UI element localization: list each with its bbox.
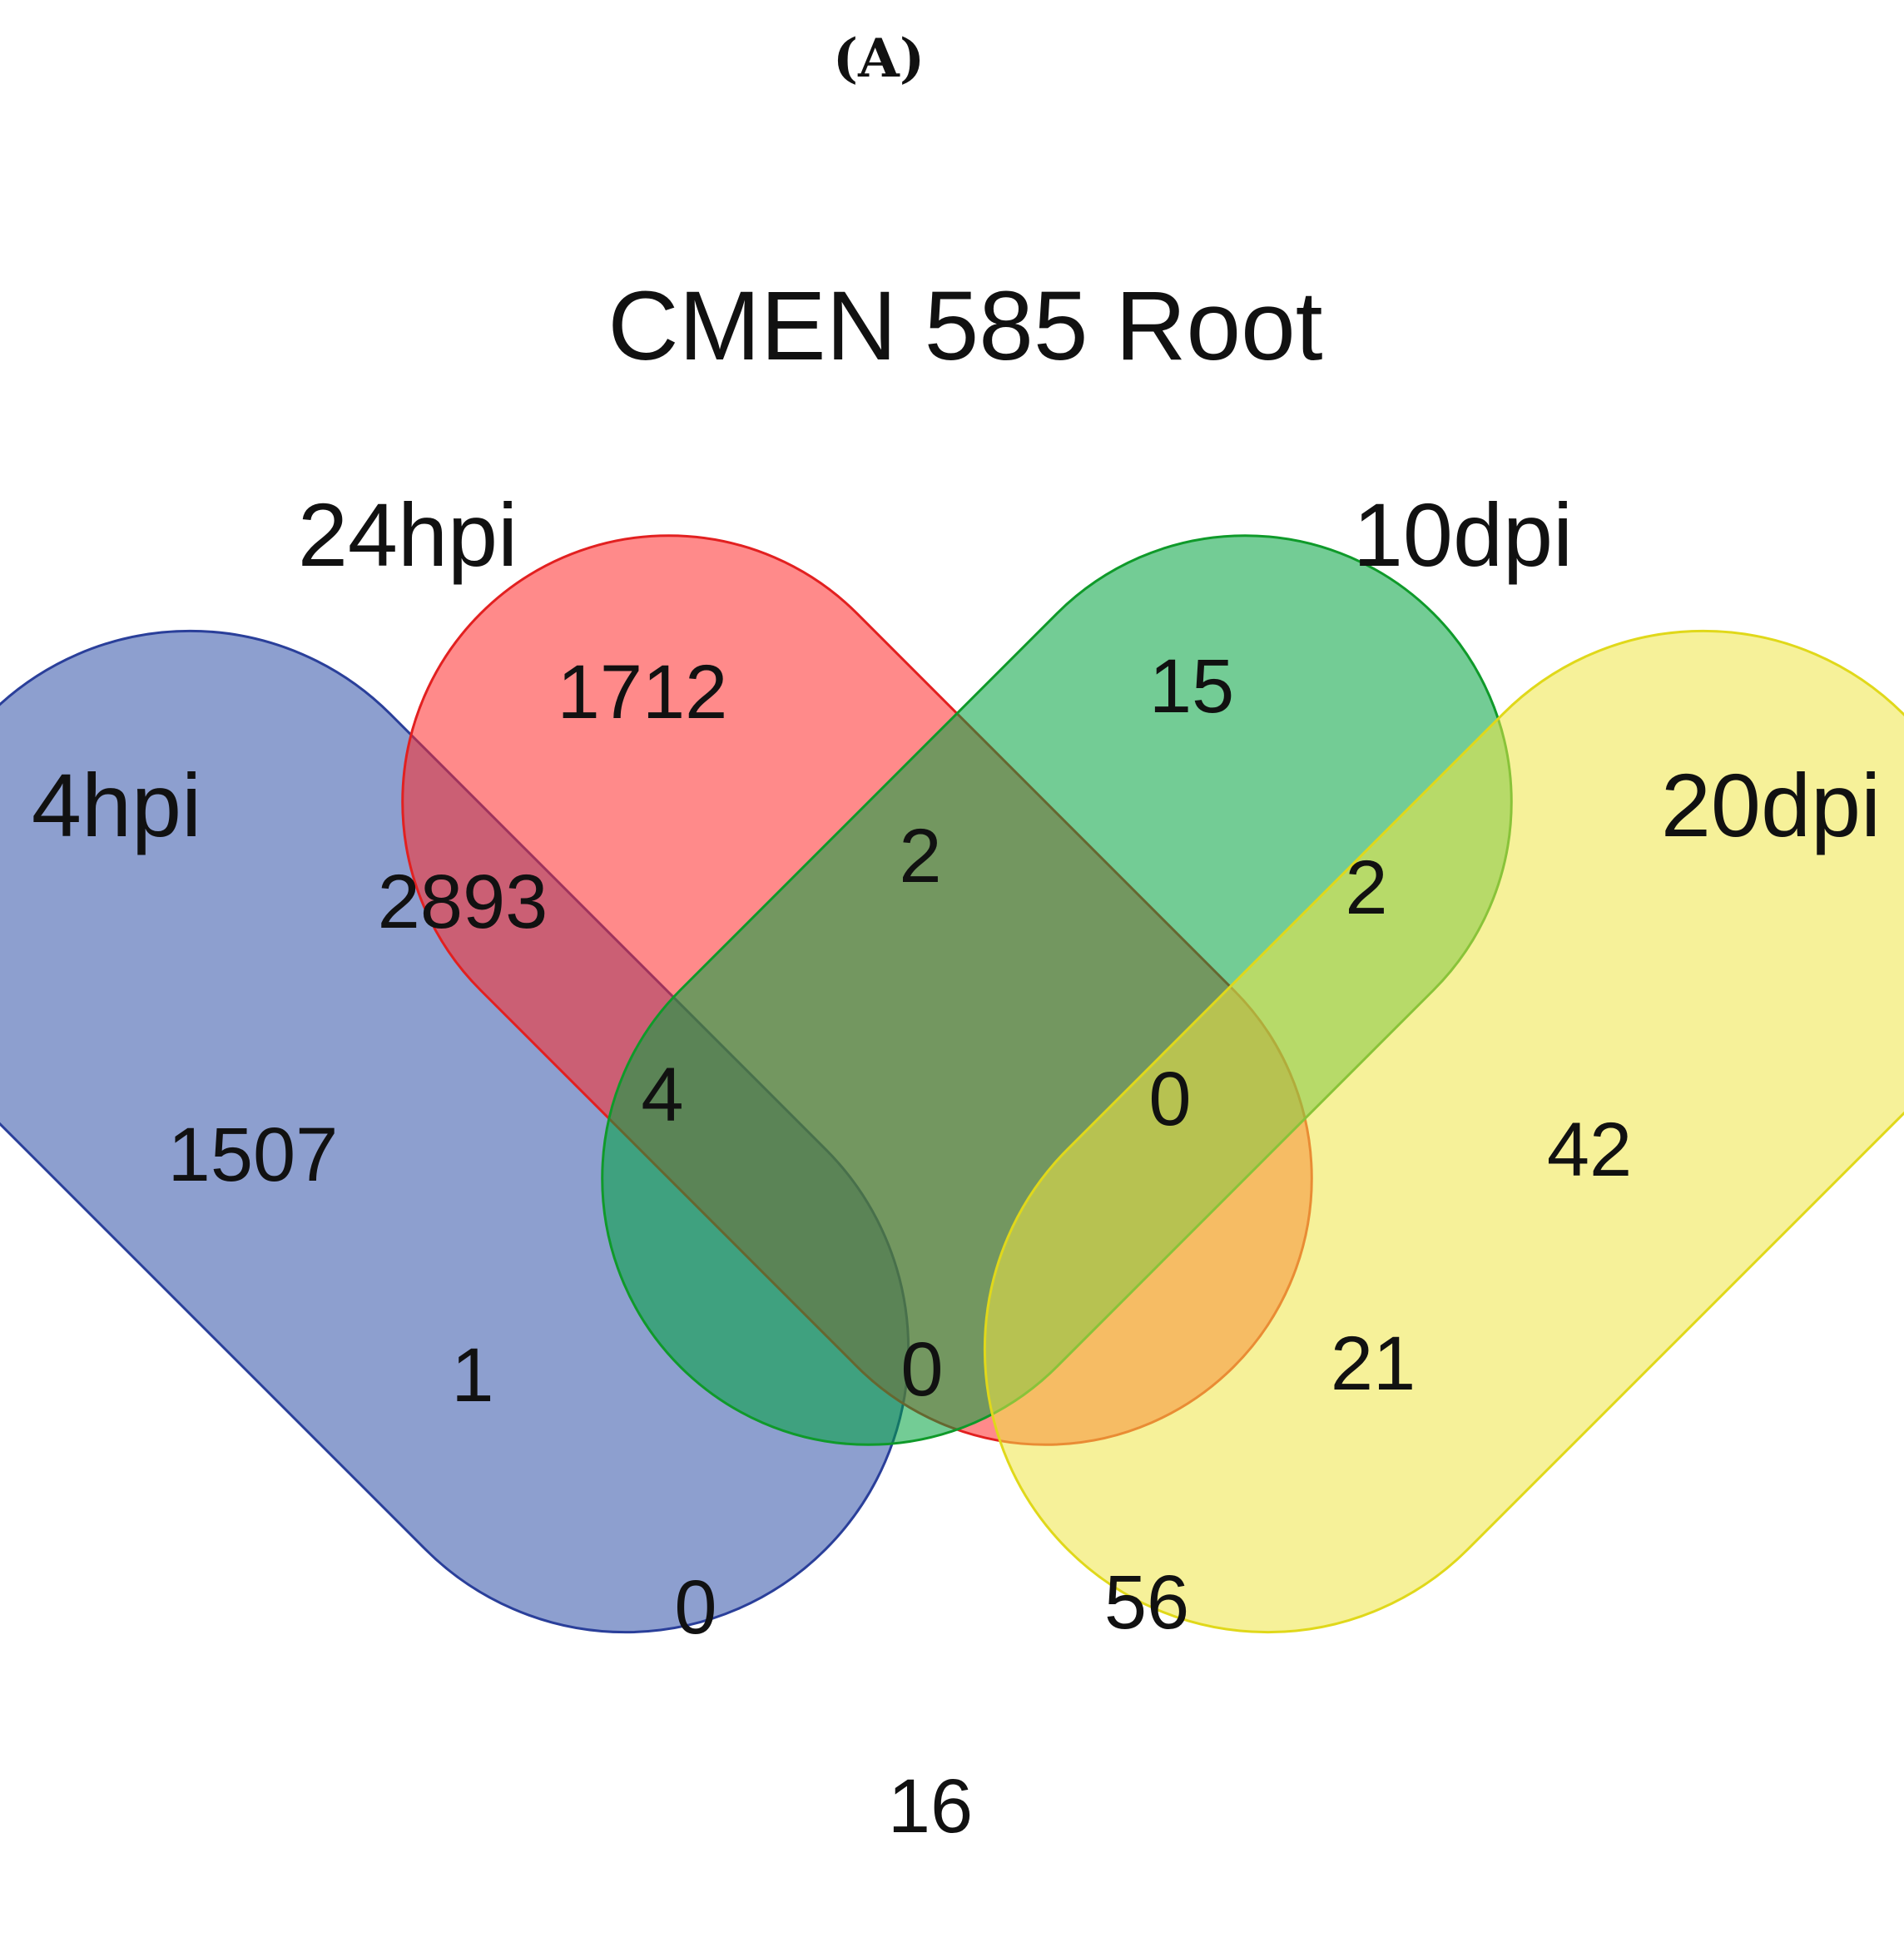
venn-set-shapes bbox=[0, 534, 1904, 1634]
venn-set-20dpi bbox=[983, 629, 1904, 1634]
set-label-20dpi: 20dpi bbox=[1661, 755, 1881, 855]
region-count-24hpi-20dpi: 21 bbox=[1331, 1321, 1416, 1406]
region-count-24hpi-only: 1712 bbox=[558, 650, 728, 735]
region-count-4hpi-10dpi-20dpi: 0 bbox=[674, 1565, 716, 1650]
region-count-10dpi-20dpi: 2 bbox=[1345, 845, 1387, 930]
set-label-24hpi: 24hpi bbox=[298, 484, 518, 585]
region-count-4hpi-only: 1507 bbox=[168, 1112, 339, 1197]
region-count-all-four: 0 bbox=[900, 1327, 943, 1412]
region-count-4hpi-24hpi-10dpi: 4 bbox=[641, 1053, 683, 1137]
region-count-20dpi-only: 42 bbox=[1547, 1107, 1632, 1192]
region-count-24hpi-10dpi-20dpi: 0 bbox=[1148, 1057, 1191, 1142]
diagram-title: CMEN 585 Root bbox=[607, 271, 1322, 381]
panel-label: (A) bbox=[833, 27, 925, 90]
region-count-4hpi-20dpi: 16 bbox=[888, 1764, 973, 1849]
set-label-4hpi: 4hpi bbox=[32, 755, 201, 855]
region-count-4hpi-24hpi: 2893 bbox=[378, 860, 548, 944]
region-count-10dpi-only: 15 bbox=[1149, 644, 1234, 729]
region-count-24hpi-10dpi: 2 bbox=[899, 814, 941, 899]
region-count-4hpi-10dpi: 1 bbox=[451, 1333, 493, 1418]
region-count-4hpi-24hpi-20dpi: 56 bbox=[1104, 1560, 1189, 1645]
set-label-10dpi: 10dpi bbox=[1353, 484, 1573, 585]
